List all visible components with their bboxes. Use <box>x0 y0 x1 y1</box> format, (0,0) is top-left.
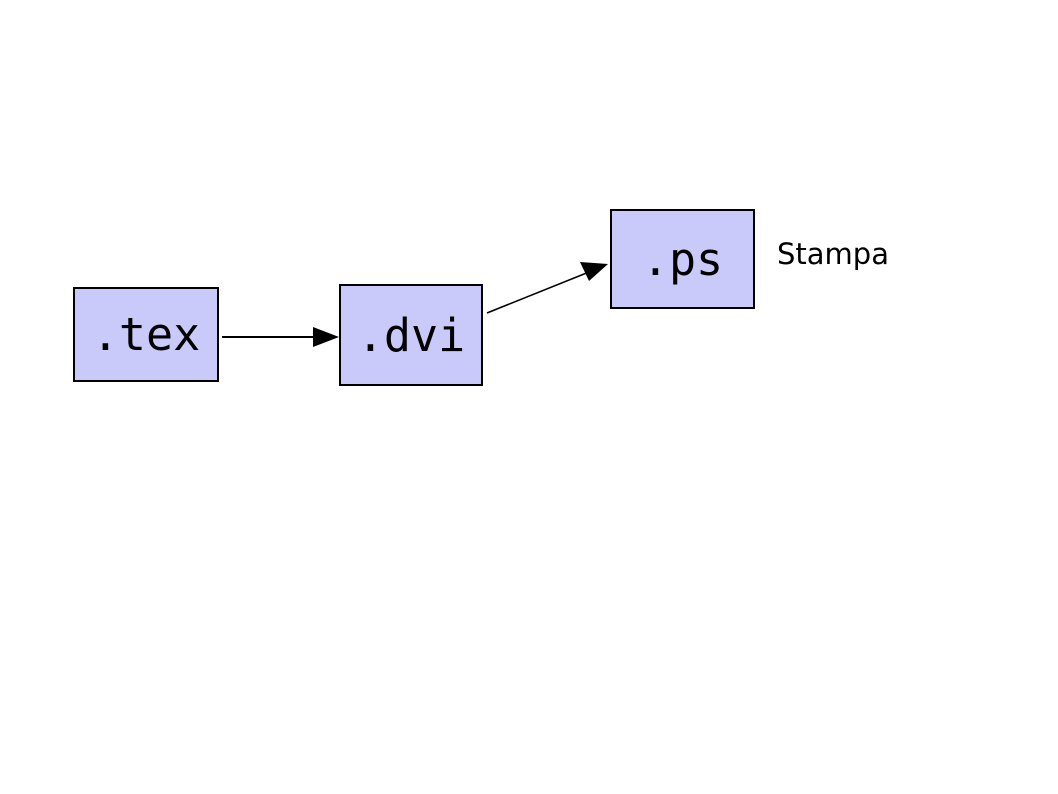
edge-line <box>486 269 595 314</box>
annotation-stampa: Stampa <box>777 237 889 271</box>
node-tex[interactable]: .tex <box>73 287 219 382</box>
node-dvi[interactable]: .dvi <box>339 284 483 386</box>
arrowhead-icon <box>313 327 339 347</box>
node-dvi-label: .dvi <box>356 308 466 362</box>
edge-tex-to-dvi <box>222 327 339 347</box>
node-tex-label: .tex <box>91 308 201 361</box>
edge-dvi-to-ps <box>486 262 608 314</box>
node-ps[interactable]: .ps <box>610 209 755 309</box>
node-ps-label: .ps <box>641 232 724 286</box>
arrowhead-icon <box>580 262 608 281</box>
